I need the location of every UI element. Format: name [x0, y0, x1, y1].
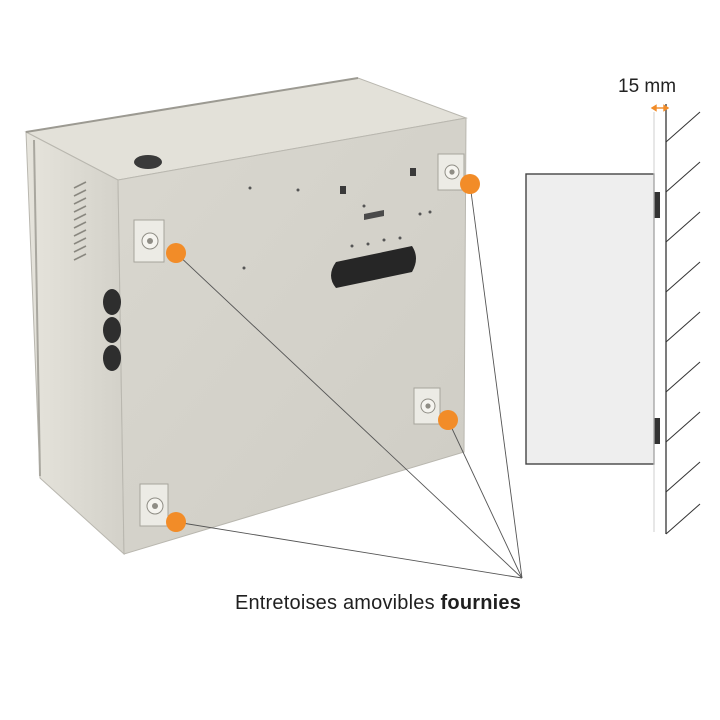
- spacer-top-right: [437, 153, 465, 191]
- marker-dot: [460, 174, 480, 194]
- cable-knockouts: [103, 289, 121, 371]
- dimension-arrow: [650, 104, 670, 112]
- spacer-bottom-right: [413, 387, 441, 425]
- side-view-enclosure: [525, 173, 655, 465]
- ventilation-slots: [73, 181, 87, 261]
- cable-slot: [331, 246, 416, 288]
- caption: Entretoises amovibles fournies: [0, 592, 720, 615]
- callout-lines: [175, 183, 523, 579]
- wall-hatching: [665, 111, 701, 535]
- caption-bold: fournies: [440, 592, 522, 614]
- marker-dot: [438, 410, 458, 430]
- spacer-bottom-left: [139, 483, 169, 527]
- marker-dot: [166, 512, 186, 532]
- spacer-top-left: [133, 219, 165, 263]
- spacer-markers: [166, 174, 480, 532]
- caption-regular: Entretoises amovibles: [234, 592, 441, 614]
- side-view-diagram: [525, 104, 701, 535]
- cable-grommet: [134, 155, 162, 169]
- side-view-spacer-bottom: [654, 418, 660, 444]
- metal-enclosure: [24, 77, 468, 556]
- dimension-label: 15 mm: [618, 76, 677, 97]
- enclosure-back-panel: [117, 117, 467, 555]
- side-view-spacer-top: [654, 192, 660, 218]
- marker-dot: [166, 243, 186, 263]
